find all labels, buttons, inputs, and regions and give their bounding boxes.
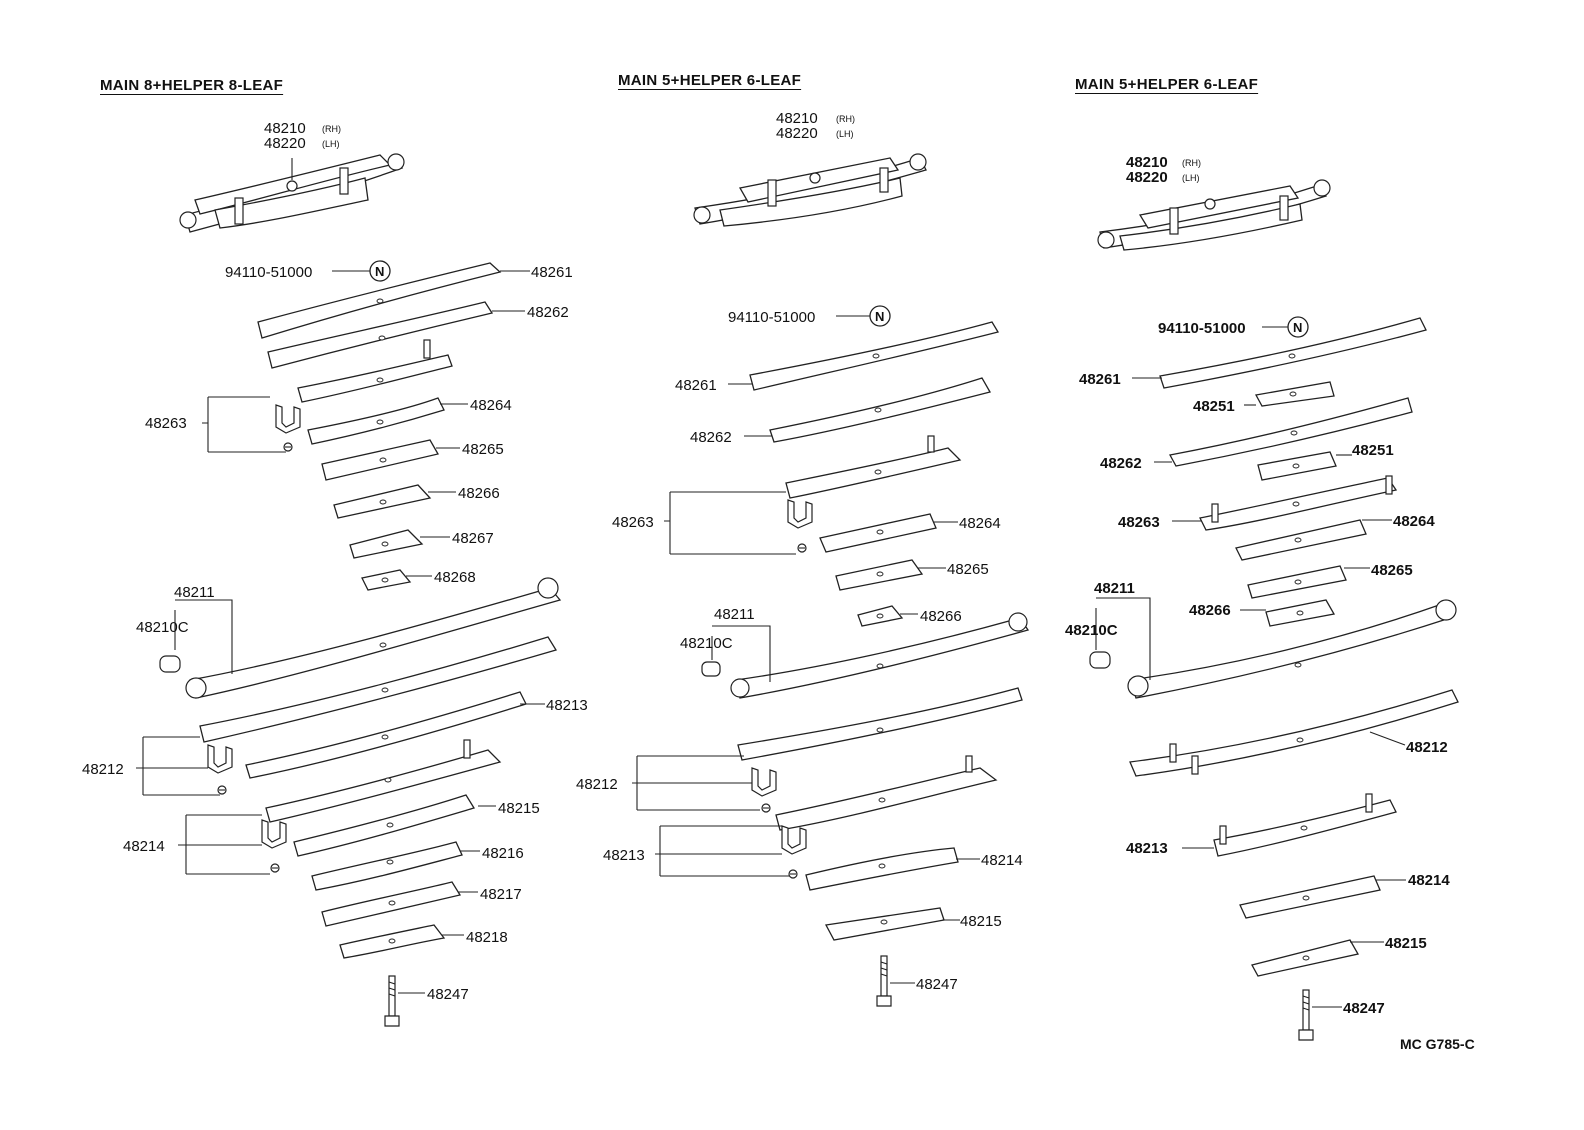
- c3-label-48262: 48262: [1100, 455, 1142, 472]
- c2-label-48262: 48262: [690, 429, 732, 446]
- c1-assembly-side: (RH): [322, 124, 341, 134]
- c3-label-48212: 48212: [1406, 739, 1448, 756]
- c3-label-48265: 48265: [1371, 562, 1413, 579]
- c3-label-48266: 48266: [1189, 602, 1231, 619]
- c1-label-48215: 48215: [498, 800, 540, 817]
- c3-label-48251-a: 48251: [1193, 398, 1235, 415]
- c2-assembly-part: 48210: [776, 110, 818, 127]
- c1-label-48267: 48267: [452, 530, 494, 547]
- c2-label-48261: 48261: [675, 377, 717, 394]
- c1-assembly-part2: 48220: [264, 135, 306, 152]
- column-1-title: MAIN 8+HELPER 8-LEAF: [100, 77, 284, 94]
- c2-label-48213: 48213: [603, 847, 645, 864]
- leaf-spring-assembly: [693, 153, 927, 227]
- column-2-drawing: [632, 153, 1030, 1007]
- c3-label-48210C: 48210C: [1065, 622, 1118, 639]
- c1-label-48218: 48218: [466, 929, 508, 946]
- column-2-title: MAIN 5+HELPER 6-LEAF: [618, 72, 802, 89]
- c3-label-48264: 48264: [1393, 513, 1435, 530]
- column-3-title: MAIN 5+HELPER 6-LEAF: [1075, 76, 1259, 93]
- c2-assembly-part2: 48220: [776, 125, 818, 142]
- c1-nut-symbol: N: [375, 264, 384, 279]
- c2-assembly-side: (RH): [836, 114, 855, 124]
- c2-label-48247: 48247: [916, 976, 958, 993]
- c2-label-48264: 48264: [959, 515, 1001, 532]
- c3-label-48213: 48213: [1126, 840, 1168, 857]
- c1-label-48268: 48268: [434, 569, 476, 586]
- c3-label-48214: 48214: [1408, 872, 1450, 889]
- c1-label-48216: 48216: [482, 845, 524, 862]
- c1-label-48247: 48247: [427, 986, 469, 1003]
- c3-assembly-part2: 48220: [1126, 169, 1168, 186]
- c1-label-48264: 48264: [470, 397, 512, 414]
- c2-label-48266: 48266: [920, 608, 962, 625]
- c1-label-48261: 48261: [531, 264, 573, 281]
- c3-label-48261: 48261: [1079, 371, 1121, 388]
- c3-label-48251-b: 48251: [1352, 442, 1394, 459]
- c1-label-48217: 48217: [480, 886, 522, 903]
- c1-label-48263: 48263: [145, 415, 187, 432]
- c2-label-48212: 48212: [576, 776, 618, 793]
- c1-assembly-part: 48210: [264, 120, 306, 137]
- c1-label-48265: 48265: [462, 441, 504, 458]
- c1-label-48262: 48262: [527, 304, 569, 321]
- leaf-spring-assembly: [179, 153, 405, 233]
- c2-label-48265: 48265: [947, 561, 989, 578]
- figure-code: MC G785-C: [1400, 1036, 1475, 1052]
- c3-label-48263: 48263: [1118, 514, 1160, 531]
- c1-assembly-side2: (LH): [322, 139, 340, 149]
- c1-label-48210C: 48210C: [136, 619, 189, 636]
- c3-nut-symbol: N: [1293, 320, 1302, 335]
- c3-assembly-side: (RH): [1182, 158, 1201, 168]
- c2-label-48263: 48263: [612, 514, 654, 531]
- leaf-spring-assembly: [1097, 179, 1331, 251]
- c3-assembly-side2: (LH): [1182, 173, 1200, 183]
- c3-label-48247: 48247: [1343, 1000, 1385, 1017]
- c1-label-48211: 48211: [174, 584, 215, 601]
- c2-assembly-side2: (LH): [836, 129, 854, 139]
- c3-nut-part: 94110-51000: [1158, 320, 1246, 337]
- c1-label-48212: 48212: [82, 761, 124, 778]
- c3-label-48211: 48211: [1094, 580, 1135, 597]
- c1-label-48213: 48213: [546, 697, 588, 714]
- c2-label-48214: 48214: [981, 852, 1023, 869]
- c3-label-48215: 48215: [1385, 935, 1427, 952]
- c3-assembly-part: 48210: [1126, 154, 1168, 171]
- c2-label-48210C: 48210C: [680, 635, 733, 652]
- column-1-drawing: [136, 153, 562, 1027]
- c2-label-48211: 48211: [714, 606, 755, 623]
- c1-nut-part: 94110-51000: [225, 264, 312, 281]
- c2-nut-symbol: N: [875, 309, 884, 324]
- c2-label-48215: 48215: [960, 913, 1002, 930]
- c1-label-48214: 48214: [123, 838, 165, 855]
- c1-label-48266: 48266: [458, 485, 500, 502]
- column-3-drawing: [1089, 179, 1459, 1041]
- c2-nut-part: 94110-51000: [728, 309, 815, 326]
